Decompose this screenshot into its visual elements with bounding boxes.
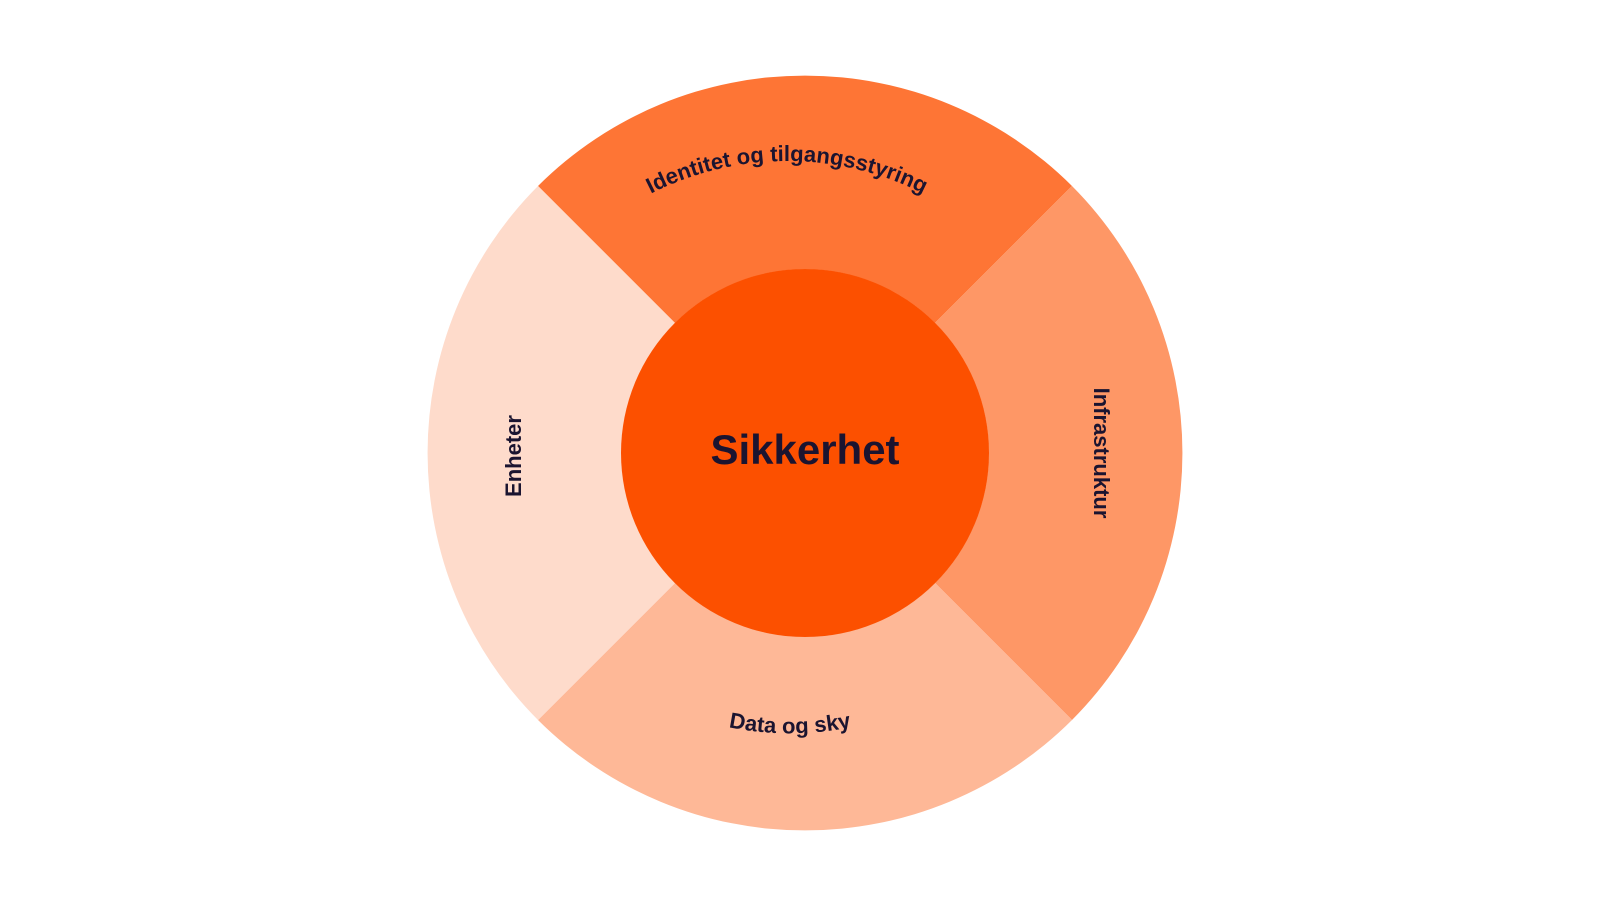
segment-data-cloud: [538, 583, 1072, 831]
segment-infrastructure: [935, 186, 1183, 720]
segment-label-infrastructure: Infrastruktur: [1089, 388, 1114, 519]
segment-devices: [427, 186, 675, 720]
segment-identity-access: [538, 75, 1072, 323]
center-circle: [621, 269, 989, 637]
segment-label-devices: Enheter: [501, 415, 526, 497]
center-label: Sikkerhet: [710, 426, 899, 473]
